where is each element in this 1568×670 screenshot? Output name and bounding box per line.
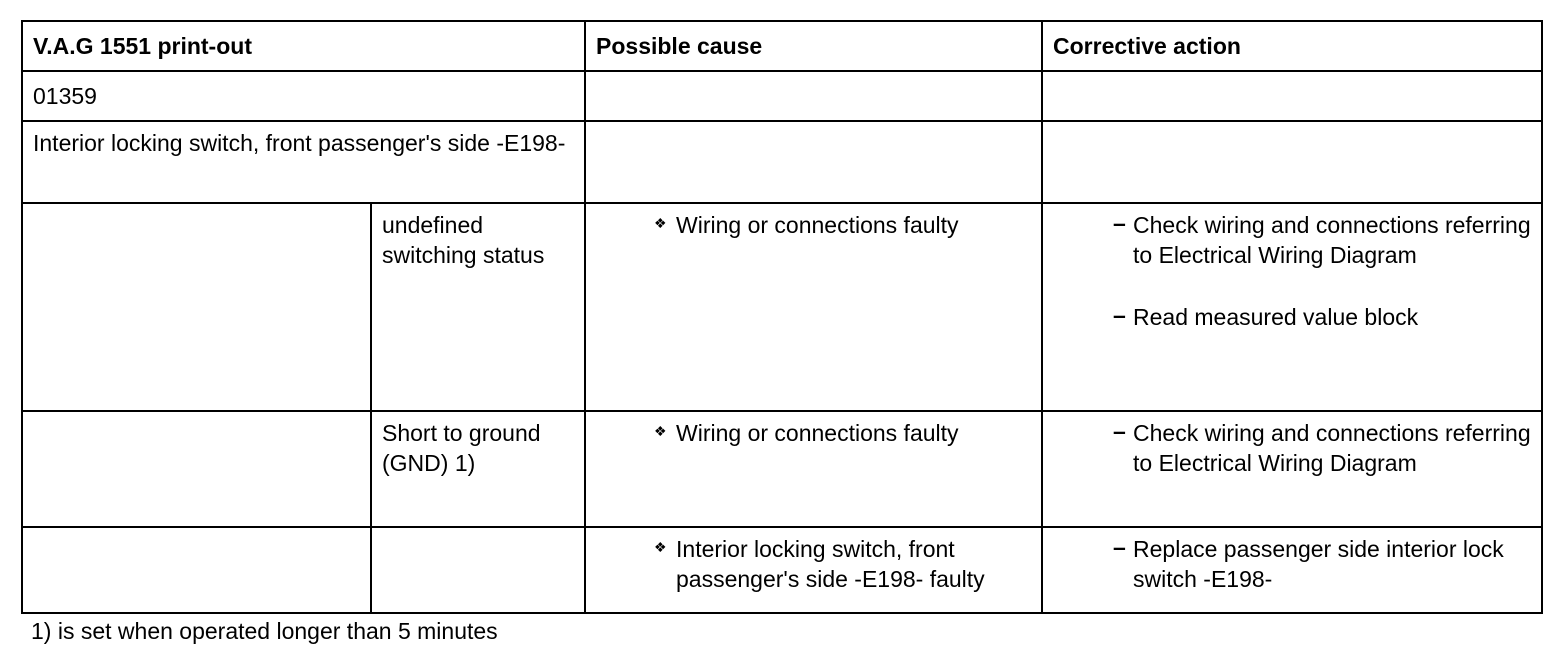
dash-icon: – [1113, 302, 1126, 328]
empty-cell [1041, 70, 1544, 122]
empty-cell [584, 120, 1044, 204]
action-cell: – Replace passenger side interior lock s… [1041, 526, 1544, 614]
cause-cell: ❖ Wiring or connections faulty [584, 410, 1044, 528]
empty-cell [584, 70, 1044, 122]
empty-cell [21, 202, 372, 412]
component-row: Interior locking switch, front passenger… [20, 120, 1544, 204]
header-action: Corrective action [1041, 20, 1544, 72]
dash-icon: – [1113, 534, 1126, 560]
header-printout: V.A.G 1551 print-out [20, 20, 587, 72]
header-row: V.A.G 1551 print-out Possible cause Corr… [20, 20, 1544, 72]
action-item: – Check wiring and connections referring… [1053, 210, 1540, 270]
cause-text: Wiring or connections faulty [676, 420, 959, 446]
diamond-bullet-icon: ❖ [654, 215, 667, 231]
header-cause: Possible cause [584, 20, 1044, 72]
dash-icon: – [1113, 210, 1126, 236]
symptom-cell [369, 526, 587, 614]
empty-cell [21, 526, 372, 614]
cause-cell: ❖ Interior locking switch, front passeng… [584, 526, 1044, 614]
action-text: Read measured value block [1133, 304, 1419, 330]
empty-cell [21, 410, 372, 528]
action-item: – Read measured value block [1053, 302, 1540, 332]
action-cell: – Check wiring and connections referring… [1041, 410, 1544, 528]
dash-icon: – [1113, 418, 1126, 444]
cause-text: Wiring or connections faulty [676, 212, 959, 238]
cause-text: Interior locking switch, front passenger… [676, 536, 985, 592]
action-text: Replace passenger side interior lock swi… [1133, 536, 1504, 592]
diamond-bullet-icon: ❖ [654, 423, 667, 439]
action-item: – Replace passenger side interior lock s… [1053, 534, 1540, 594]
action-item: – Check wiring and connections referring… [1053, 418, 1540, 478]
diamond-bullet-icon: ❖ [654, 539, 667, 555]
fault-code: 01359 [20, 70, 587, 122]
table-row: ❖ Interior locking switch, front passeng… [21, 526, 1544, 614]
code-row: 01359 [20, 70, 1544, 122]
action-text: Check wiring and connections referring t… [1133, 420, 1531, 476]
symptom-cell: undefined switching status [369, 202, 587, 412]
empty-cell [1041, 120, 1544, 204]
table-row: Short to ground (GND) 1) ❖ Wiring or con… [21, 410, 1544, 528]
symptom-cell: Short to ground (GND) 1) [369, 410, 587, 528]
component-name: Interior locking switch, front passenger… [20, 120, 587, 204]
cause-cell: ❖ Wiring or connections faulty [584, 202, 1044, 412]
action-text: Check wiring and connections referring t… [1133, 212, 1531, 268]
footnote: 1) is set when operated longer than 5 mi… [31, 618, 498, 644]
table-row: undefined switching status ❖ Wiring or c… [21, 202, 1544, 412]
action-cell: – Check wiring and connections referring… [1041, 202, 1544, 412]
fault-table: V.A.G 1551 print-out Possible cause Corr… [20, 20, 1544, 614]
